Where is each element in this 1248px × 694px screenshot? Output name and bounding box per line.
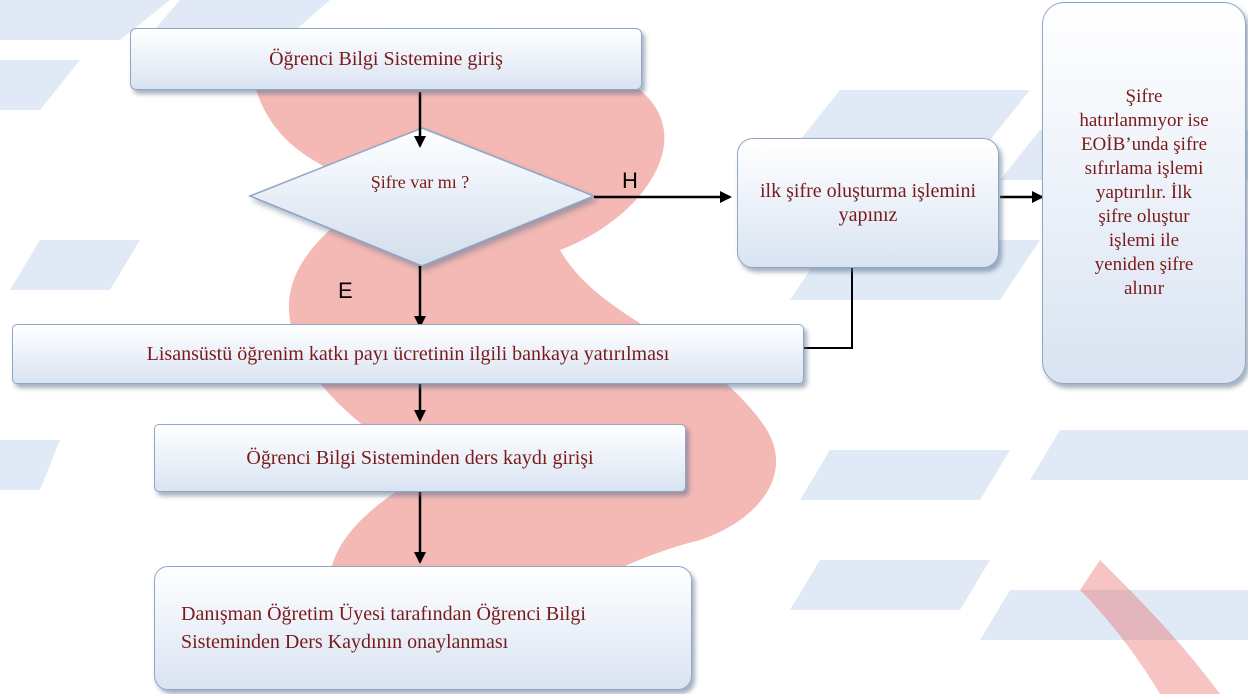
advisor-approval-text: Danışman Öğretim Üyesi tarafından Öğrenc… — [181, 603, 586, 653]
decision-diamond — [247, 127, 597, 267]
branch-label-no: H — [622, 168, 638, 193]
course-registration-node: Öğrenci Bilgi Sisteminden ders kaydı gir… — [154, 424, 686, 492]
start-node-text: Öğrenci Bilgi Sistemine giriş — [269, 48, 503, 70]
start-node: Öğrenci Bilgi Sistemine giriş — [130, 28, 642, 90]
branch-label-yes: E — [338, 278, 353, 303]
create-password-node: ilk şifre oluşturma işlemini yapınız — [737, 138, 999, 268]
decision-label: Şifre var mı ? — [370, 172, 470, 192]
reset-note-node: Şifre hatırlanmıyor ise EOİB’unda şifre … — [1042, 2, 1246, 384]
create-password-text: ilk şifre oluşturma işlemini yapınız — [759, 180, 977, 226]
advisor-approval-node: Danışman Öğretim Üyesi tarafından Öğrenc… — [154, 566, 692, 690]
connector-create-to-payment — [803, 268, 853, 349]
payment-node: Lisansüstü öğrenim katkı payı ücretinin … — [12, 324, 804, 384]
reset-note-text: Şifre hatırlanmıyor ise EOİB’unda şifre … — [1079, 86, 1209, 299]
course-registration-text: Öğrenci Bilgi Sisteminden ders kaydı gir… — [246, 447, 594, 469]
payment-text: Lisansüstü öğrenim katkı payı ücretinin … — [146, 343, 670, 365]
